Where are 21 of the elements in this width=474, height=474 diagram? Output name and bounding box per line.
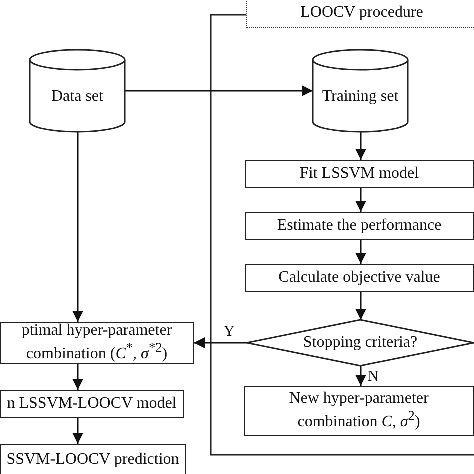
arrow	[356, 292, 366, 320]
node-label: Stopping criteria?	[303, 334, 418, 352]
process-box: Calculate objective value	[245, 264, 474, 292]
arrow	[356, 366, 366, 386]
node-label: Data set	[52, 88, 104, 106]
arrow	[356, 188, 366, 212]
frame-title: LOOCV procedure	[246, 0, 474, 28]
node-label: Training set	[322, 88, 399, 106]
process-box: ptimal hyper-parameter combination (C$^{*}$, σ$^{*2}$)	[0, 322, 194, 364]
process-box: New hyper-parameter combination C, σ$^{2}$)	[244, 386, 474, 436]
process-box: SSVM-LOOCV prediction	[0, 444, 186, 474]
process-box: Fit LSSVM model	[245, 160, 474, 188]
arrow	[72, 418, 84, 444]
arrow	[72, 132, 84, 322]
arrow	[356, 240, 366, 264]
process-box: Estimate the performance	[245, 212, 474, 240]
process-box: n LSSVM-LOOCV model	[0, 390, 184, 418]
arrow	[194, 338, 247, 348]
arrow	[125, 86, 313, 96]
arrow	[72, 364, 84, 390]
arrow	[356, 132, 366, 160]
